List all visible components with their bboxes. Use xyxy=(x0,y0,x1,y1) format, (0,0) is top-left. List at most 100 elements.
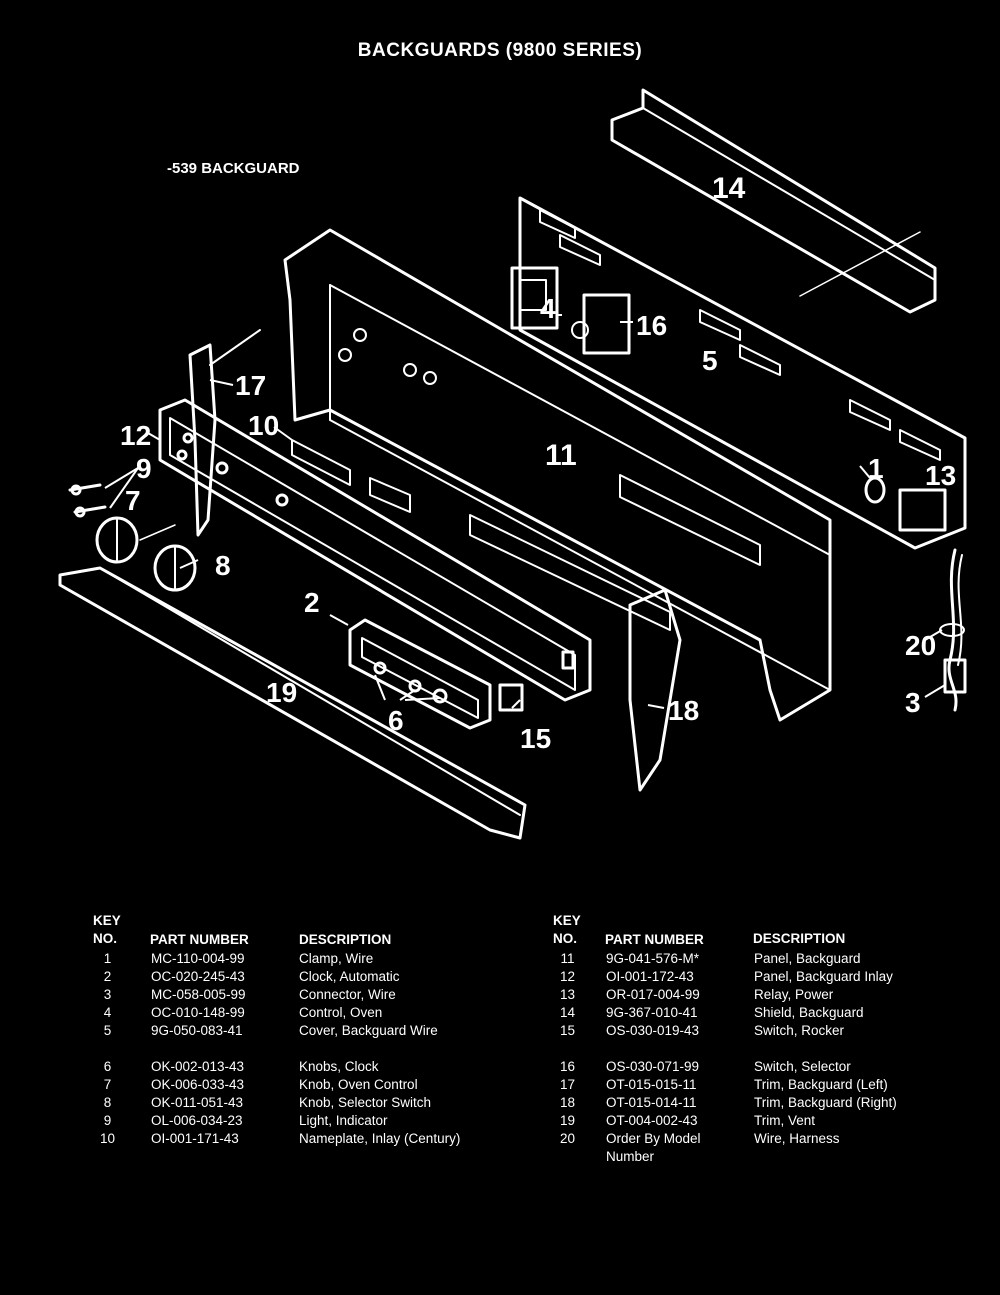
callout-7: 7 xyxy=(125,485,141,516)
key-number: 19 xyxy=(559,1113,576,1128)
part-number-header: PART NUMBER xyxy=(605,932,704,947)
key-header-line2: NO. xyxy=(553,931,578,946)
key-number: 15 xyxy=(559,1023,576,1038)
part-description: Cover, Backguard Wire xyxy=(299,1023,438,1038)
part-description: Trim, Backguard (Right) xyxy=(754,1095,897,1110)
key-number: 16 xyxy=(559,1059,576,1074)
key-number: 3 xyxy=(103,987,112,1002)
part-number: OI-001-171-43 xyxy=(151,1131,239,1146)
callout-9: 9 xyxy=(136,453,152,484)
part-description: Clock, Automatic xyxy=(299,969,400,984)
key-number: 13 xyxy=(559,987,576,1002)
part-description: Connector, Wire xyxy=(299,987,396,1002)
part-number: Order By Model xyxy=(606,1131,701,1146)
nameplate-shape xyxy=(291,439,351,486)
callout-1: 1 xyxy=(868,453,884,484)
selector-switch-knob-shape xyxy=(153,544,197,592)
callout-8: 8 xyxy=(215,550,231,581)
diagram-subtitle: -539 BACKGUARD xyxy=(167,160,300,177)
backguard-inlay-shape xyxy=(158,398,592,702)
wire-harness-shape xyxy=(947,548,958,712)
key-number: 20 xyxy=(559,1131,576,1146)
part-number: OT-015-015-11 xyxy=(606,1077,697,1092)
callout-15: 15 xyxy=(520,723,551,754)
part-description: Trim, Backguard (Left) xyxy=(754,1077,888,1092)
part-number: MC-058-005-99 xyxy=(151,987,246,1002)
part-number: OC-010-148-99 xyxy=(151,1005,245,1020)
callout-11: 11 xyxy=(545,439,577,472)
wire-cover-shape xyxy=(518,196,967,550)
key-number: 8 xyxy=(103,1095,112,1110)
callout-6: 6 xyxy=(388,705,404,736)
indicator-light-shapes xyxy=(68,483,107,518)
key-number: 11 xyxy=(560,951,575,966)
part-description: Switch, Rocker xyxy=(754,1023,845,1038)
key-number: 9 xyxy=(103,1113,112,1128)
part-description: Shield, Backguard xyxy=(754,1005,864,1020)
part-number: 9G-367-010-41 xyxy=(606,1005,698,1020)
key-number: 14 xyxy=(559,1005,576,1020)
key-number: 1 xyxy=(103,951,112,966)
part-number: OK-006-033-43 xyxy=(151,1077,245,1092)
key-number: 7 xyxy=(103,1077,112,1092)
part-number-continued: Number xyxy=(606,1149,655,1164)
callout-18: 18 xyxy=(668,695,699,726)
oven-control-shape xyxy=(510,266,559,330)
key-number: 5 xyxy=(103,1023,112,1038)
part-number: OK-002-013-43 xyxy=(151,1059,245,1074)
oven-control-knob-shape xyxy=(95,516,176,564)
callout-2: 2 xyxy=(304,587,320,618)
callout-13: 13 xyxy=(925,460,956,491)
part-number: OC-020-245-43 xyxy=(151,969,245,984)
part-number: 9G-041-576-M* xyxy=(606,951,700,966)
exploded-parts-diagram: 1 2 3 4 5 6 7 8 9 10 11 12 13 14 15 16 1… xyxy=(58,88,967,840)
part-number: OS-030-019-43 xyxy=(606,1023,700,1038)
part-number: OT-015-014-11 xyxy=(606,1095,697,1110)
callout-14: 14 xyxy=(712,172,746,205)
part-description: Wire, Harness xyxy=(754,1131,840,1146)
page-title: BACKGUARDS (9800 SERIES) xyxy=(357,40,643,61)
key-number: 10 xyxy=(99,1131,116,1146)
key-header-line1: KEY xyxy=(553,913,581,928)
selector-switch-shape xyxy=(582,293,631,355)
callout-4: 4 xyxy=(540,293,556,324)
callout-20: 20 xyxy=(905,630,936,661)
key-header-line1: KEY xyxy=(93,913,121,928)
part-number: OT-004-002-43 xyxy=(606,1113,698,1128)
callout-5: 5 xyxy=(702,345,718,376)
right-trim-shape xyxy=(628,588,682,792)
part-description: Relay, Power xyxy=(754,987,834,1002)
part-description: Nameplate, Inlay (Century) xyxy=(299,1131,461,1146)
part-description: Knob, Oven Control xyxy=(299,1077,418,1092)
callout-17: 17 xyxy=(235,370,266,401)
part-description: Panel, Backguard Inlay xyxy=(754,969,893,984)
rocker-switch-shape xyxy=(498,683,524,712)
part-description: Knob, Selector Switch xyxy=(299,1095,432,1110)
key-number: 17 xyxy=(559,1077,576,1092)
callout-16: 16 xyxy=(636,310,667,341)
part-number: 9G-050-083-41 xyxy=(151,1023,243,1038)
wire-clamp-shape xyxy=(864,476,886,504)
part-description: Panel, Backguard xyxy=(754,951,861,966)
part-description: Light, Indicator xyxy=(299,1113,388,1128)
key-number: 6 xyxy=(103,1059,112,1074)
key-number: 4 xyxy=(103,1005,112,1020)
part-description: Control, Oven xyxy=(299,1005,383,1020)
part-number: OK-011-051-43 xyxy=(151,1095,244,1110)
key-number: 2 xyxy=(103,969,112,984)
backguard-panel-shape xyxy=(283,228,832,722)
part-description: Knobs, Clock xyxy=(299,1059,379,1074)
part-description: Clamp, Wire xyxy=(299,951,374,966)
description-header: DESCRIPTION xyxy=(299,932,392,947)
part-number-header: PART NUMBER xyxy=(150,932,249,947)
part-number: OL-006-034-23 xyxy=(151,1113,243,1128)
part-description: Trim, Vent xyxy=(754,1113,816,1128)
callout-12: 12 xyxy=(120,420,151,451)
shield-backguard-shape xyxy=(610,88,937,314)
key-number: 18 xyxy=(559,1095,576,1110)
callout-3: 3 xyxy=(905,687,921,718)
part-number: OI-001-172-43 xyxy=(606,969,694,984)
key-number: 12 xyxy=(559,969,576,984)
